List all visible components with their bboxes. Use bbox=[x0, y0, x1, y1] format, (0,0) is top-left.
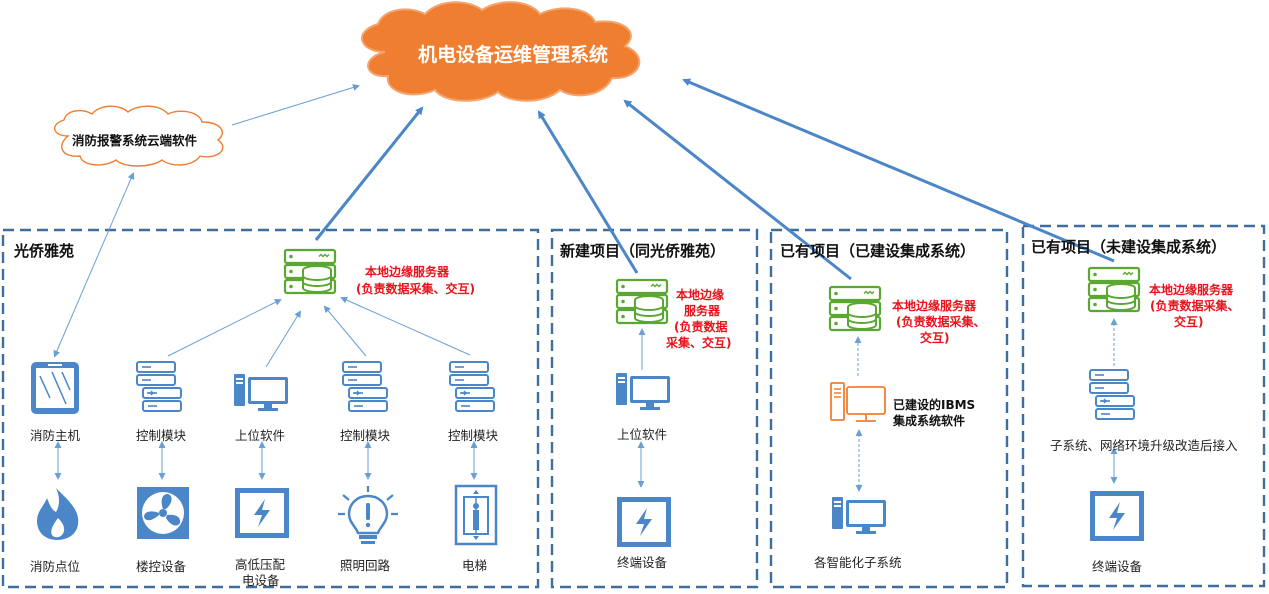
edge-server-icon-new bbox=[615, 278, 669, 325]
new-server-label-2: 服务器 bbox=[684, 304, 721, 318]
unintegrated-server-label-1: 本地边缘服务器 bbox=[1149, 283, 1234, 297]
label-power-line2: 电设备 bbox=[242, 573, 280, 588]
elevator-icon bbox=[454, 484, 498, 546]
integrated-server-label-2: (负责数据采集、 bbox=[896, 315, 986, 329]
label-fire-point: 消防点位 bbox=[30, 559, 81, 574]
label-new-upper-software: 上位软件 bbox=[617, 427, 668, 442]
label-subsystems: 各智能化子系统 bbox=[814, 555, 902, 570]
link-ctrl1-to-server bbox=[167, 299, 282, 357]
new-server-label-3: (负责数据 bbox=[674, 320, 728, 334]
edge-server-icon-unintegrated bbox=[1087, 266, 1141, 313]
label-control-module-3: 控制模块 bbox=[448, 428, 499, 443]
arrow-existing-unintegrated-to-cloud bbox=[682, 78, 1115, 263]
arrow-fire-host-to-fire-cloud bbox=[53, 172, 135, 358]
label-fire-host: 消防主机 bbox=[30, 428, 81, 443]
panel-frame-guangqiao bbox=[1, 228, 540, 589]
edge-server-icon-integrated bbox=[828, 285, 882, 332]
arrow-guangqiao-to-cloud bbox=[314, 106, 424, 241]
integrated-server-label-1: 本地边缘服务器 bbox=[892, 299, 977, 313]
unintegrated-server-label-2: (负责数据采集、 bbox=[1150, 299, 1240, 313]
label-new-terminal: 终端设备 bbox=[617, 555, 668, 570]
power-equipment-icon bbox=[235, 488, 289, 538]
label-subsystem-upgrade: 子系统、网络环境升级改造后接入 bbox=[1050, 438, 1238, 453]
link-ctrl2-to-server bbox=[323, 305, 367, 357]
fire-cloud-shape bbox=[54, 105, 224, 167]
ibms-computer-icon bbox=[830, 382, 886, 422]
panel-frame-existing-unintegrated bbox=[1021, 224, 1266, 588]
subsystem-rack-icon bbox=[1089, 369, 1135, 420]
label-elevator: 电梯 bbox=[462, 558, 488, 573]
label-power-line1: 高低压配 bbox=[235, 557, 286, 572]
subsystems-computer-icon bbox=[832, 497, 886, 534]
control-module-icon-2 bbox=[342, 361, 388, 412]
edge-server-icon bbox=[283, 248, 337, 295]
link-ctrl3-to-server bbox=[340, 296, 471, 356]
fire-cloud-title: 消防报警系统云端软件 bbox=[72, 133, 198, 148]
label-lighting: 照明回路 bbox=[340, 558, 391, 573]
control-module-icon-1 bbox=[136, 361, 182, 412]
terminal-icon-new bbox=[617, 497, 671, 547]
panel-frame-new bbox=[550, 228, 759, 589]
computer-icon-new bbox=[616, 373, 670, 410]
integrated-server-label-3: 交互) bbox=[920, 331, 950, 345]
arrow-new-to-cloud bbox=[537, 110, 639, 274]
bulb-icon bbox=[338, 486, 398, 544]
unintegrated-server-label-3: 交互) bbox=[1174, 315, 1204, 329]
new-server-label-1: 本地边缘 bbox=[676, 288, 725, 302]
panel-title-guangqiao: 光侨雅苑 bbox=[14, 242, 75, 260]
link-pc-to-server bbox=[265, 310, 302, 368]
new-server-label-4: 采集、交互) bbox=[666, 336, 732, 350]
arrow-fire-cloud-to-main bbox=[231, 84, 360, 126]
server-label-line1: 本地边缘服务器 bbox=[365, 265, 450, 279]
main-cloud-title: 机电设备运维管理系统 bbox=[418, 44, 609, 66]
label-control-module-2: 控制模块 bbox=[340, 428, 391, 443]
main-cloud-shape bbox=[361, 1, 641, 102]
panel-title-new: 新建项目（同光侨雅苑） bbox=[560, 242, 726, 260]
ibms-label-2: 集成系统软件 bbox=[893, 414, 966, 428]
panel-frame-existing-integrated bbox=[769, 228, 1009, 589]
label-control-module-1: 控制模块 bbox=[136, 428, 187, 443]
label-unintegrated-terminal: 终端设备 bbox=[1092, 559, 1143, 574]
label-building-control: 楼控设备 bbox=[136, 559, 187, 574]
arrow-existing-integrated-to-cloud bbox=[623, 99, 852, 281]
fan-icon bbox=[137, 487, 189, 539]
panel-title-existing-unintegrated: 已有项目（未建设集成系统） bbox=[1031, 238, 1227, 256]
tablet-icon bbox=[31, 362, 79, 414]
computer-icon bbox=[234, 374, 288, 411]
server-label-line2: (负责数据采集、交互) bbox=[356, 282, 475, 296]
ibms-label-1: 已建设的IBMS bbox=[893, 398, 976, 412]
terminal-icon-unintegrated bbox=[1090, 491, 1144, 541]
label-upper-software: 上位软件 bbox=[235, 428, 286, 443]
fire-icon bbox=[37, 488, 79, 540]
control-module-icon-3 bbox=[449, 361, 495, 412]
panel-title-existing-integrated: 已有项目（已建设集成系统） bbox=[780, 242, 976, 260]
